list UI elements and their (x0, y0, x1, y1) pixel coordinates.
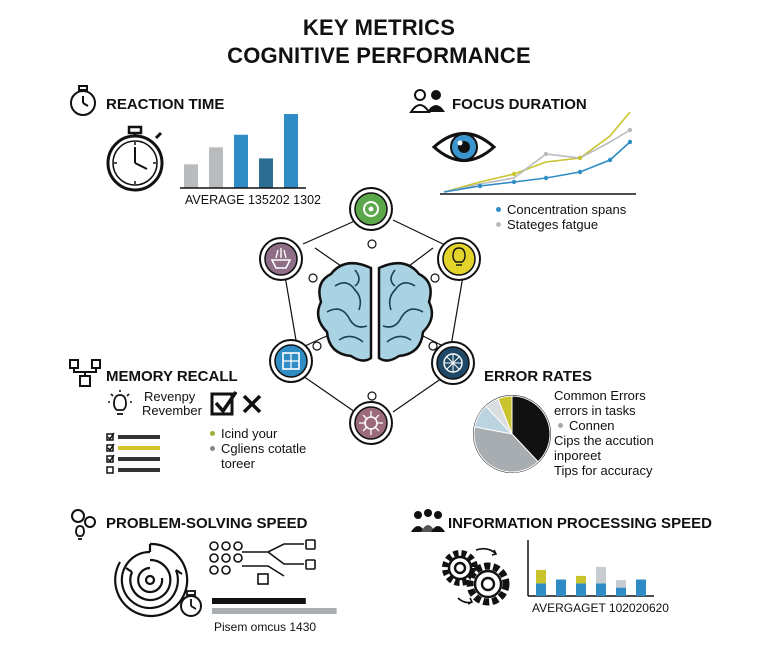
gear-node-icon (349, 187, 393, 231)
problem-speed-bars (212, 598, 337, 614)
people-icon (409, 89, 445, 113)
flowchart-icon (209, 539, 316, 585)
error-note: inporeet (554, 448, 601, 463)
error-note-item: Connen (554, 418, 654, 433)
info-caption: AVERGAGET 102020620 (532, 601, 669, 615)
title-line-1: KEY METRICS (302, 15, 456, 40)
legend-dot (210, 431, 215, 436)
timer-icon (70, 85, 96, 116)
memory-label-1: Revenpy (144, 389, 196, 404)
info-bar (636, 579, 646, 596)
puzzle-node-icon (269, 339, 313, 383)
info-bar (556, 579, 566, 596)
legend-dot (496, 222, 501, 227)
memory-legend-item: Cgliens cotatle (210, 441, 306, 456)
brain-icon (316, 261, 434, 362)
eye-icon (431, 132, 497, 162)
error-note: Common Errors (554, 388, 646, 403)
memory-label-2: Revember (142, 403, 202, 418)
brain-hub-diagram (284, 219, 464, 413)
virus-node-icon (349, 401, 393, 445)
gears-icon (442, 547, 510, 606)
pie-slice (497, 395, 513, 435)
error-note: Connen (569, 418, 615, 433)
problem-caption: Pisem omcus 1430 (214, 620, 317, 634)
pie-slice (511, 395, 551, 463)
basket-node-icon (259, 237, 303, 281)
team-gears-icon (411, 509, 445, 532)
pie-slice (473, 426, 539, 473)
focus-legend-item: Concentration spans (496, 202, 626, 217)
memory-legend-label: Cgliens cotatle (221, 441, 307, 456)
network-icon (69, 359, 101, 387)
info-bar-top (616, 580, 626, 588)
focus-line-chart (440, 111, 636, 195)
info-bar-top (576, 575, 586, 584)
memory-legend-label: toreer (221, 456, 255, 471)
reaction-bar (259, 158, 273, 188)
title-line-2: COGNITIVE PERFORMANCE (227, 43, 531, 68)
error-note: Tips for accuracy (554, 463, 653, 478)
memory-legend: Icind your Cgliens cotatle toreer (210, 426, 306, 471)
reaction-bar (234, 134, 248, 188)
page-title: KEY METRICS COGNITIVE PERFORMANCE (0, 14, 758, 70)
legend-dot (210, 446, 215, 451)
info-bar (616, 587, 626, 596)
reaction-bar (284, 114, 298, 188)
focus-legend-label: Concentration spans (507, 202, 627, 217)
stopwatch-small-icon (180, 590, 202, 617)
legend-dot (210, 461, 215, 466)
error-notes: Common Errors errors in tasks Connen Cip… (554, 388, 654, 478)
maze-icon (114, 542, 189, 618)
legend-dot (558, 423, 563, 428)
legend-dot (496, 207, 501, 212)
info-bar (596, 583, 606, 596)
error-note: Cips the accution (554, 433, 654, 448)
speed-bar (212, 598, 306, 604)
info-processing-title: INFORMATION PROCESSING SPEED (448, 515, 712, 532)
memory-legend-label: Icind your (221, 426, 278, 441)
problem-solving-title: PROBLEM-SOLVING SPEED (106, 515, 308, 532)
checklist-icon (106, 432, 160, 474)
info-bar (536, 583, 546, 596)
idea-bulb-icon (108, 390, 132, 415)
speed-bar (212, 608, 337, 614)
focus-legend-item: Stateges fatgue (496, 217, 626, 232)
info-bar-top (536, 569, 546, 584)
focus-duration-title: FOCUS DURATION (452, 96, 587, 113)
memory-legend-item: Icind your (210, 426, 306, 441)
lightbulb-node-icon (437, 237, 481, 281)
error-rates-title: ERROR RATES (484, 368, 593, 385)
gears-bulb-icon (71, 509, 96, 540)
reaction-bar (209, 147, 223, 188)
info-bar-chart (527, 540, 654, 597)
info-bar (576, 583, 586, 596)
memory-legend-item: toreer (210, 456, 306, 471)
check-cross-icon (210, 391, 262, 416)
reaction-caption: AVERAGE 135202 1302 (185, 193, 321, 207)
memory-recall-title: MEMORY RECALL (106, 368, 238, 385)
info-bar-top (596, 566, 606, 584)
stopwatch-icon (106, 125, 164, 192)
reaction-bar-chart (180, 114, 306, 189)
error-pie-chart (473, 395, 551, 473)
reaction-time-title: REACTION TIME (106, 96, 225, 113)
focus-legend: Concentration spans Stateges fatgue (496, 202, 626, 232)
reaction-bar (184, 164, 198, 188)
globe-node-icon (431, 341, 475, 385)
error-note: errors in tasks (554, 403, 636, 418)
focus-legend-label: Stateges fatgue (507, 217, 599, 232)
